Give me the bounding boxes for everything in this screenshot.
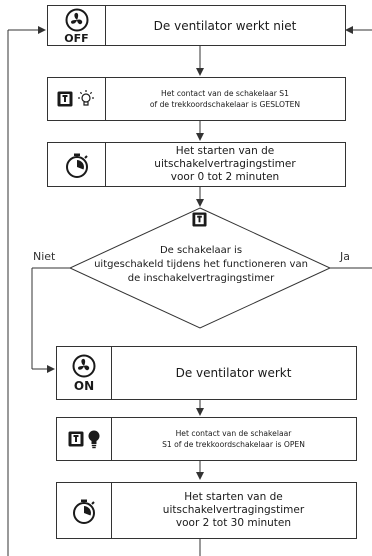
decision-text: De schakelaar is uitgeschakeld tijdens h… bbox=[94, 245, 308, 284]
on-badge: ON bbox=[73, 379, 95, 393]
yes-label: Ja bbox=[340, 250, 350, 263]
timer-icon-cell-1 bbox=[48, 143, 106, 186]
stopwatch-icon bbox=[65, 153, 88, 178]
off-badge: OFF bbox=[64, 31, 89, 45]
no-label: Niet bbox=[33, 250, 56, 263]
contact-closed-icon-cell bbox=[48, 78, 106, 120]
light-bulb-filled-icon bbox=[88, 430, 100, 449]
fan-off-text: De ventilator werkt niet bbox=[153, 18, 297, 33]
timer-start-text-1: Het starten van de uitschakelvertragings… bbox=[154, 145, 296, 183]
switch-icon bbox=[57, 91, 73, 107]
decision-diamond bbox=[68, 207, 332, 329]
decision-switch-holder bbox=[192, 212, 207, 231]
fan-off-box: OFF De ventilator werkt niet bbox=[47, 5, 346, 46]
timer-start-box-1: Het starten van de uitschakelvertragings… bbox=[47, 142, 346, 187]
contact-open-icon-cell bbox=[57, 418, 112, 460]
fan-on-icon-cell: ON bbox=[57, 347, 112, 399]
switch-icon bbox=[192, 212, 207, 227]
timer-start-box-2: Het starten van de uitschakelvertragings… bbox=[56, 482, 357, 539]
light-bulb-outline-icon bbox=[78, 90, 94, 106]
contact-open-text: Het contact van de schakelaar S1 of de t… bbox=[162, 429, 305, 449]
fan-icon bbox=[72, 354, 96, 378]
fan-on-box: ON De ventilator werkt bbox=[56, 346, 357, 400]
contact-closed-text: Het contact van de schakelaar S1 of de t… bbox=[149, 89, 301, 109]
contact-closed-box: Het contact van de schakelaar S1 of de t… bbox=[47, 77, 346, 121]
switch-icon bbox=[68, 431, 84, 447]
fan-icon bbox=[65, 8, 88, 31]
contact-open-box: Het contact van de schakelaar S1 of de t… bbox=[56, 417, 357, 461]
fan-on-text: De ventilator werkt bbox=[175, 366, 292, 380]
timer-start-text-2: Het starten van de uitschakelvertragings… bbox=[162, 491, 305, 529]
fan-off-icon-cell: OFF bbox=[48, 6, 106, 45]
timer-icon-cell-2 bbox=[57, 483, 112, 538]
stopwatch-icon bbox=[73, 499, 95, 524]
